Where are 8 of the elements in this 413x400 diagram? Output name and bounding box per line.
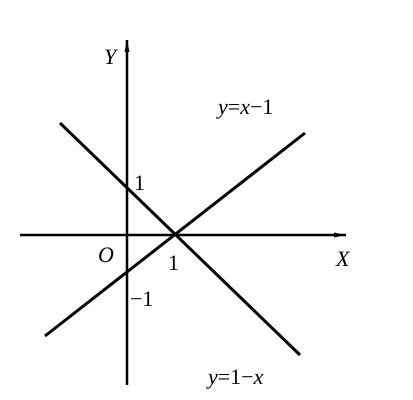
tick-label: −1 [130, 288, 154, 310]
axis-label: X [336, 248, 350, 270]
axis-label: Y [104, 46, 116, 68]
line-label: y=x−1 [218, 96, 274, 118]
tick-label: 1 [168, 252, 179, 274]
origin-label: O [98, 244, 114, 266]
line-label: y=1−x [208, 366, 264, 388]
tick-label: 1 [134, 172, 145, 194]
